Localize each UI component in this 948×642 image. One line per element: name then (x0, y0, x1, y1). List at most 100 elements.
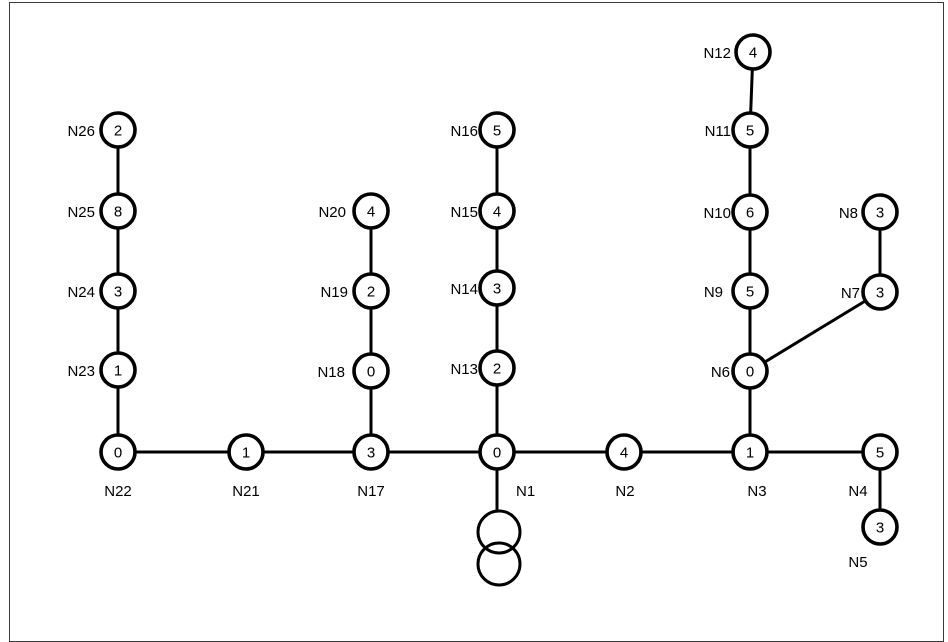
node-circle (731, 193, 769, 231)
node-value: 6 (746, 205, 754, 222)
node-circle (731, 433, 769, 471)
node-value: 1 (746, 445, 754, 462)
node-circle (99, 192, 137, 230)
node-circle (731, 111, 769, 149)
node-circle (861, 193, 899, 231)
node-label: N22 (104, 483, 132, 500)
node-value: 2 (493, 361, 501, 378)
node-value: 0 (367, 364, 375, 381)
node-value: 2 (367, 284, 375, 301)
node-label: N15 (450, 204, 478, 221)
node-value: 4 (749, 45, 757, 62)
node-label: N14 (450, 281, 478, 298)
node-n9: 5 N9 (704, 272, 769, 310)
node-n2: 4N2 (605, 433, 643, 500)
node-value: 5 (493, 123, 501, 140)
node-label: N21 (232, 483, 260, 500)
node-value: 3 (876, 205, 884, 222)
node-n18: 0 N18 (317, 352, 390, 390)
node-label: N4 (848, 483, 867, 500)
node-n12: 4 N12 (703, 33, 772, 71)
node-circle (99, 111, 137, 149)
node-circle (861, 273, 899, 311)
edge-n6-n7 (749, 290, 881, 373)
node-circle (478, 433, 516, 471)
node-circle (478, 269, 516, 307)
nodes-layer: 0N14N21N35N43N50N63N73N85N96N105N114N122… (67, 33, 899, 571)
node-n15: 4 N15 (450, 192, 516, 230)
node-value: 5 (746, 284, 754, 301)
node-label: N10 (703, 205, 731, 222)
node-n23: 1 N23 (67, 351, 137, 389)
node-circle (478, 111, 516, 149)
node-value: 3 (876, 285, 884, 302)
node-value: 3 (493, 281, 501, 298)
node-circle (352, 272, 390, 310)
node-circle (734, 33, 772, 71)
transformer-icon (476, 470, 522, 587)
node-circle (227, 433, 265, 471)
node-n11: 5 N11 (705, 111, 769, 149)
node-value: 4 (493, 204, 501, 221)
network-diagram: 0N14N21N35N43N50N63N73N85N96N105N114N122… (67, 33, 899, 587)
node-label: N3 (747, 483, 766, 500)
node-value: 0 (746, 364, 754, 381)
node-label: N5 (848, 554, 867, 571)
node-label: N2 (615, 483, 634, 500)
node-label: N20 (318, 204, 346, 221)
node-label: N25 (67, 204, 95, 221)
node-value: 4 (620, 445, 628, 462)
node-circle (99, 433, 137, 471)
node-label: N6 (711, 364, 730, 381)
transformer-upper-coil (476, 509, 522, 555)
node-value: 5 (746, 123, 754, 140)
node-label: N17 (357, 483, 385, 500)
node-circle (352, 433, 390, 471)
node-circle (352, 192, 390, 230)
node-label: N16 (450, 123, 478, 140)
node-n4: 5N4 (848, 433, 899, 500)
node-label: N18 (317, 364, 345, 381)
node-n20: 4 N20 (318, 192, 390, 230)
transformer-lower-coil (476, 541, 522, 587)
node-label: N23 (67, 363, 95, 380)
node-label: N8 (839, 205, 858, 222)
node-value: 2 (114, 123, 122, 140)
node-circle (861, 508, 899, 546)
node-value: 5 (876, 445, 884, 462)
node-n6: 0 N6 (711, 352, 769, 390)
node-label: N19 (320, 284, 348, 301)
node-n14: 3 N14 (450, 269, 516, 307)
node-n10: 6 N10 (703, 193, 769, 231)
node-value: 1 (242, 445, 250, 462)
node-n8: 3 N8 (839, 193, 899, 231)
node-circle (99, 272, 137, 310)
node-value: 0 (493, 445, 501, 462)
node-n19: 2 N19 (320, 272, 390, 310)
node-value: 3 (367, 445, 375, 462)
node-n26: 2 N26 (67, 111, 137, 149)
node-n3: 1N3 (731, 433, 769, 500)
node-value: 3 (114, 284, 122, 301)
node-label: N13 (450, 361, 478, 378)
node-n13: 2 N13 (450, 349, 516, 387)
node-label: N11 (705, 123, 731, 140)
node-n7: 3 N7 (841, 273, 899, 311)
node-label: N1 (516, 483, 535, 500)
node-label: N26 (67, 123, 95, 140)
node-label: N7 (841, 285, 860, 302)
node-value: 3 (876, 520, 884, 537)
node-value: 1 (114, 363, 122, 380)
node-circle (478, 192, 516, 230)
node-circle (478, 349, 516, 387)
node-label: N9 (704, 284, 723, 301)
node-circle (861, 433, 899, 471)
node-value: 0 (114, 445, 122, 462)
node-circle (352, 352, 390, 390)
node-value: 4 (367, 204, 375, 221)
node-circle (731, 272, 769, 310)
node-label: N12 (703, 45, 731, 62)
